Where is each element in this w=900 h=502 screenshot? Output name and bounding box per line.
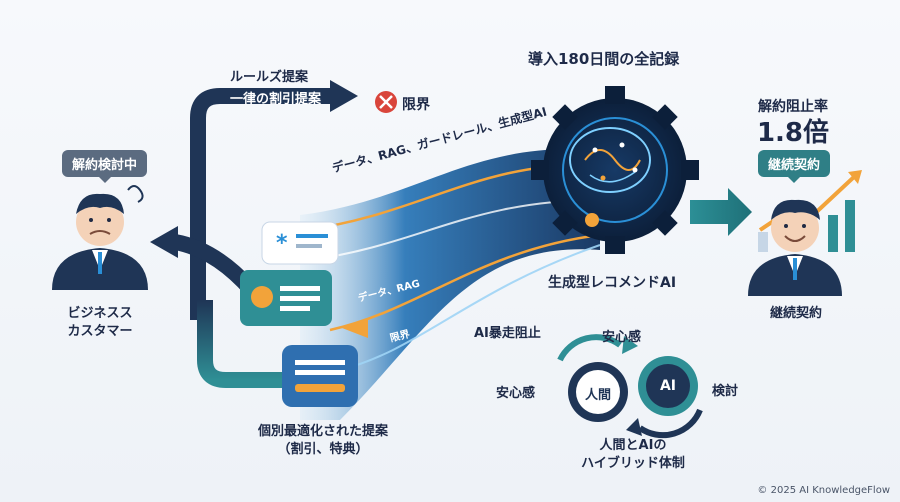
hybrid-caption-line2: ハイブリッド体制: [581, 456, 685, 471]
chat-bubble-small: *: [261, 221, 339, 265]
customer-happy-figure: [748, 199, 842, 296]
hybrid-right-text: 検討: [712, 384, 739, 399]
ai-engine-gear: [531, 86, 699, 254]
proposal-loop: [197, 300, 300, 388]
engine-label: 生成型レコメンドAI: [548, 275, 677, 291]
return-arrow-head: [150, 226, 178, 258]
block-arrow: [342, 318, 368, 338]
success-arrow: [690, 188, 752, 236]
customer-status-badge: 解約検討中: [62, 150, 148, 183]
renewal-badge: 継続契約: [758, 150, 831, 183]
data-stream: [300, 148, 600, 420]
limit-text: 限界: [402, 97, 430, 113]
customer-worried-figure: [52, 185, 148, 290]
hybrid-gears: [557, 334, 703, 439]
hybrid-top-text: 安心感: [602, 330, 642, 345]
rule-path: [190, 88, 330, 320]
retention-rate-value: 1.8倍: [756, 118, 830, 148]
customer-name-line2: カスタマー: [67, 324, 133, 339]
ai-block-text: AI暴走阻止: [474, 326, 541, 341]
human-gear-label: 人間: [584, 388, 611, 403]
retention-rate-label: 解約阻止率: [758, 99, 828, 115]
stream-line-4: [339, 244, 601, 371]
proposal-line2: （割引、特典）: [277, 442, 369, 457]
customer-name-line1: ビジネスス: [67, 306, 133, 321]
rule-arrow-head: [330, 80, 358, 112]
chat-bubble-main: [240, 270, 332, 326]
rule-label: ルールズ提案: [230, 70, 309, 85]
hybrid-left-text: 安心感: [496, 386, 536, 401]
rule-arrow-text: 一律の割引提案: [230, 92, 322, 107]
proposal-card: [282, 345, 358, 407]
success-customer-label: 継続契約: [769, 306, 822, 321]
diagram-title: 導入180日間の全記録: [528, 50, 680, 68]
proposal-line1: 個別最適化された提案: [257, 424, 388, 439]
hybrid-caption-line1: 人間とAIの: [599, 438, 667, 453]
svg-text:*: *: [276, 231, 288, 256]
ai-gear-label: AI: [659, 378, 677, 394]
copyright-text: © 2025 AI KnowledgeFlow: [757, 485, 890, 496]
